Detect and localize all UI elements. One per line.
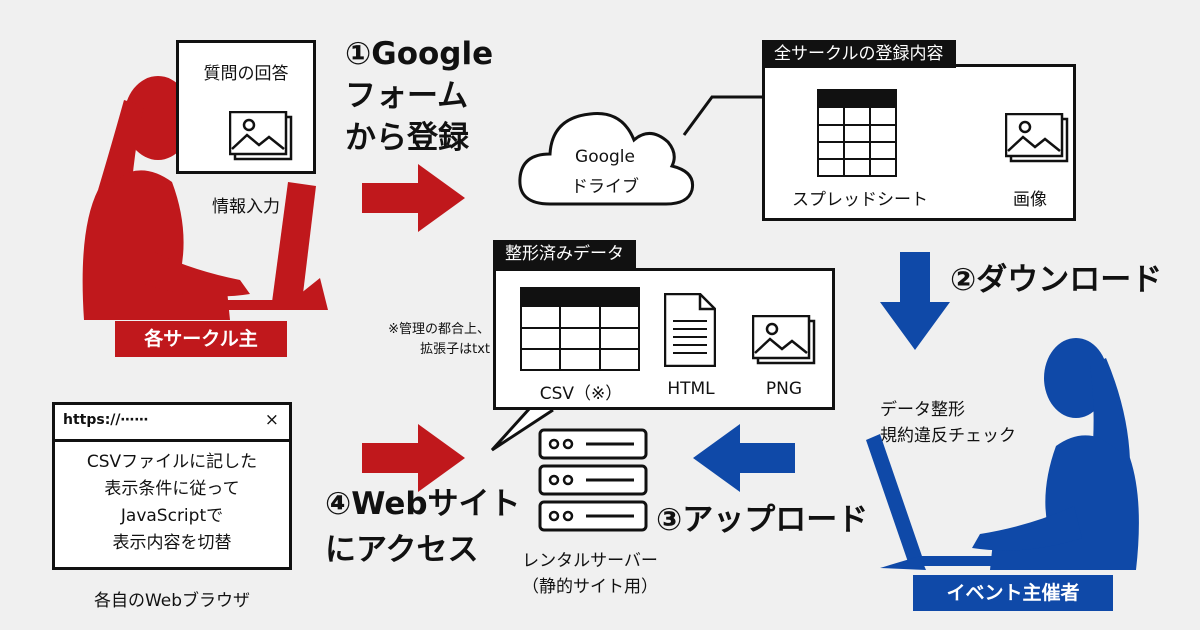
image-label: 画像 [1013,190,1047,210]
task-line2: 規約違反チェック [880,426,1016,446]
browser-line1: CSVファイルに記した [86,452,258,472]
cloud-icon [518,112,695,206]
browser-window: https://⋯⋯ × CSVファイルに記した 表示条件に従って JavaSc… [52,402,292,570]
png-label: PNG [765,379,803,399]
form-answer-card: 質問の回答 [176,40,316,174]
document-icon [664,293,716,367]
browser-url: https://⋯⋯ [63,412,149,428]
spreadsheet-label: スプレッドシート [792,190,928,210]
step1-label-line2: フォーム [345,78,469,114]
note-line1: ※管理の都合上、 [388,322,490,337]
callout-tail [490,406,554,452]
step4-label-line2: にアクセス [325,532,479,568]
organizer-person-icon [866,338,1139,570]
organizer-task-text: データ整形 規約違反チェック [880,397,1016,449]
step1-label-line3: から登録 [345,120,469,156]
organizer-role-badge: イベント主催者 [913,575,1113,611]
browser-line2: 表示条件に従って [104,479,240,499]
image-icon [1005,113,1069,163]
cloud-connector-line [682,95,765,136]
spreadsheet-icon [817,89,897,177]
csv-label: CSV（※） [539,384,623,404]
step4-arrow [362,424,465,492]
cloud-label-line2: ドライブ [571,177,639,197]
browser-caption: 各自のWebブラウザ [93,591,251,611]
form-card-title: 質問の回答 [203,64,289,84]
cloud-label-line1: Google [575,147,635,167]
step3-arrow [693,424,795,492]
step4-label-line1: ④Webサイト [325,486,521,522]
browser-address-bar: https://⋯⋯ × [55,405,289,442]
formatted-data-box: CSV（※） HTML PNG [493,268,835,410]
formatted-data-tag: 整形済みデータ [493,240,636,268]
step3-label: ③アップロード [656,502,869,538]
close-icon: × [264,410,279,430]
step1-label-line1: ①Google [345,36,494,72]
browser-body: CSVファイルに記した 表示条件に従って JavaScriptで 表示内容を切替 [55,449,289,557]
image-icon [752,315,816,365]
server-label-line2: （静的サイト用） [522,577,658,597]
browser-line3: JavaScriptで [120,506,224,526]
server-label-line1: レンタルサーバー [522,551,658,571]
task-line1: データ整形 [880,400,965,420]
step2-arrow [880,252,950,350]
txt-extension-note: ※管理の都合上、 拡張子はtxt [362,320,490,360]
step1-arrow [362,164,465,232]
server-label: レンタルサーバー （静的サイト用） [490,548,690,600]
image-icon [229,111,293,161]
browser-line4: 表示内容を切替 [112,533,232,553]
note-line2: 拡張子はtxt [420,342,490,357]
circle-host-role-badge: 各サークル主 [115,321,287,357]
html-label: HTML [667,379,715,399]
circle-host-person-icon [82,76,328,320]
input-label: 情報入力 [212,197,280,217]
spreadsheet-icon [520,287,640,371]
step2-label: ②ダウンロード [950,262,1163,298]
server-icon [538,428,648,532]
drive-contents-box: スプレッドシート 画像 [762,64,1076,221]
drive-contents-tag: 全サークルの登録内容 [762,40,956,68]
